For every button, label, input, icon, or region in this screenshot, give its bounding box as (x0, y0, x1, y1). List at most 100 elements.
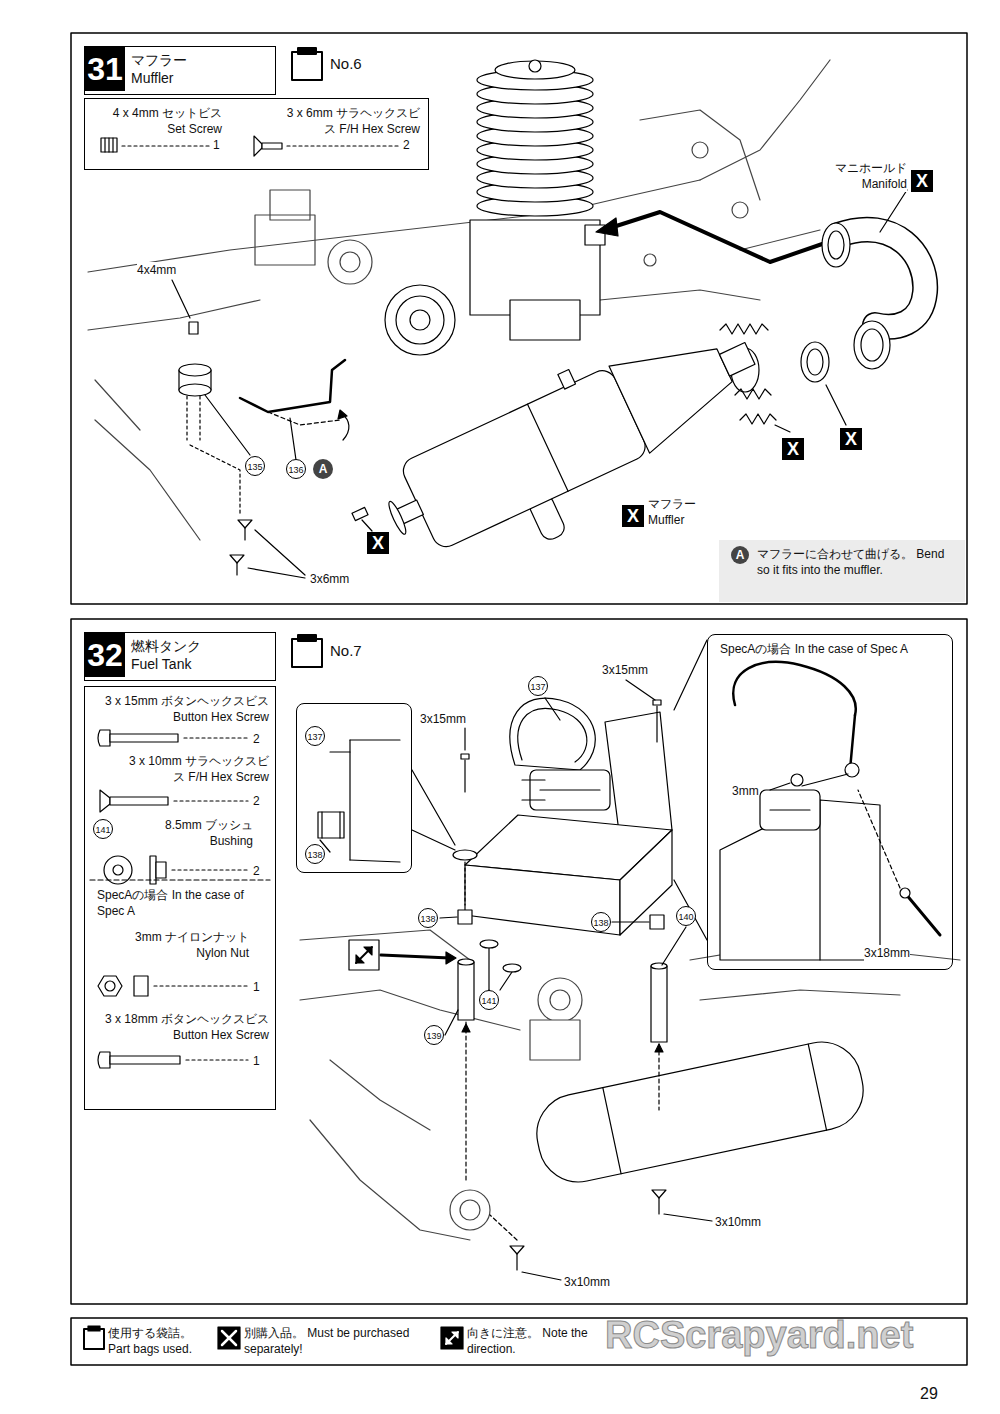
legend-text: 向きに注意。 Note the direction. (467, 1325, 592, 1357)
tank-mount (461, 754, 469, 759)
stopper-wire (240, 360, 349, 460)
fuel-tank (530, 770, 610, 810)
muffler (609, 322, 745, 453)
fuel-tank (620, 830, 672, 935)
direction-icon (364, 947, 372, 955)
detail-inset: 137138 (296, 703, 412, 873)
tank-mount (480, 940, 498, 948)
chassis-outline (300, 930, 960, 1240)
legend-sample (452, 1332, 458, 1338)
part-count: 2 (253, 863, 260, 879)
muffler-mount (248, 568, 305, 578)
callout-number: 141 (479, 990, 499, 1010)
stopper-wire (338, 410, 347, 419)
inset-detail (318, 812, 344, 838)
step-header: 32燃料タンク Fuel Tank (84, 632, 276, 681)
inset-detail (318, 740, 455, 862)
inset-detail (791, 774, 803, 786)
tank-mount (440, 917, 457, 918)
chassis-outline (692, 142, 708, 158)
part-label: マフラー Muffler (648, 496, 706, 528)
muffler (399, 366, 650, 551)
muffler-mount (199, 396, 200, 440)
not-included-mark: X (622, 505, 644, 527)
part-bag: No.6 (288, 47, 368, 81)
legend-sample (84, 1329, 104, 1349)
gasket-spring (740, 414, 776, 424)
engine (385, 60, 605, 355)
chassis-outline (732, 202, 748, 218)
part-count: 1 (253, 979, 260, 995)
muffler-mount (244, 528, 245, 540)
tank-mount (458, 962, 474, 1020)
inset-detail (760, 790, 820, 830)
part-icon (104, 138, 105, 152)
fuel-tank (605, 712, 672, 840)
part-icon (101, 136, 398, 156)
muffler-mount (230, 555, 244, 563)
part-icon (122, 145, 210, 146)
callout-number: 136 (286, 459, 306, 479)
part-bag: No.7 (288, 634, 368, 668)
stopper-wire (290, 418, 296, 460)
tank-mount (655, 1044, 663, 1052)
manifold (828, 231, 844, 259)
muffler (808, 1044, 826, 1130)
direction-icon (381, 955, 450, 958)
note-text: マフラーに合わせて曲げる。 Bend so it fits into the m… (757, 546, 945, 578)
chassis-outline (640, 110, 760, 200)
tank-mount (516, 1254, 517, 1270)
part-name: 3 x 6mm サラヘックスビス F/H Hex Screw (285, 105, 420, 137)
inset-detail (674, 640, 940, 960)
chassis-outline (450, 1190, 490, 1230)
muffler (603, 1088, 621, 1174)
inset-detail (350, 739, 400, 740)
gasket-spring (807, 349, 823, 375)
tank-mount (490, 1215, 517, 1240)
manifold (854, 321, 890, 369)
parts-list: 4 x 4mm セットビス Set Screw13 x 6mm サラヘックスビス… (84, 98, 429, 170)
direction-icon (356, 955, 364, 963)
part-icon (287, 145, 398, 146)
inset-detail (770, 809, 810, 810)
chassis-outline (340, 252, 360, 272)
chassis-outline (300, 930, 470, 960)
part-count: 2 (253, 731, 260, 747)
bag-icon (292, 639, 322, 667)
note-marker: A (731, 546, 749, 564)
muffler-mount (172, 280, 305, 578)
set-screw (352, 507, 372, 531)
bag-icon (292, 52, 322, 80)
chassis-outline (255, 215, 315, 265)
size-label: 3x10mm (715, 1214, 761, 1230)
tank-mount (500, 972, 512, 990)
chassis-outline (700, 990, 900, 1000)
chassis-outline (300, 990, 520, 1030)
part-name: 3mm ナイロンナット Nylon Nut (109, 929, 249, 961)
inset-detail (770, 783, 790, 790)
inset-detail (412, 770, 455, 845)
manifold (838, 230, 925, 327)
step-number: 31 (85, 47, 125, 91)
part-icon (98, 730, 110, 746)
panel-frame (71, 33, 967, 1365)
inset-detail (674, 880, 707, 940)
tank-mount (510, 1246, 524, 1254)
callout-number: 137 (528, 676, 548, 696)
direction-arrow (596, 212, 828, 262)
gasket-spring (720, 324, 846, 432)
muffler-mount (186, 396, 187, 440)
muffler-mount (236, 563, 237, 575)
chassis-outline (538, 978, 582, 1022)
bag-icon (298, 48, 316, 54)
size-label: 3x6mm (310, 571, 349, 587)
tank-mount (652, 1190, 666, 1198)
legend-text: 使用する袋詰。 Part bags used. (108, 1325, 208, 1357)
gasket-spring (720, 324, 768, 334)
tank-mount (440, 680, 712, 1280)
tank-mount (445, 1010, 458, 1035)
parts-list: 3 x 15mm ボタンヘックスビス Button Hex Screw23 x … (84, 686, 276, 1110)
gasket-spring (775, 425, 790, 432)
muffler-mount (179, 384, 211, 396)
part-icon (154, 985, 248, 986)
